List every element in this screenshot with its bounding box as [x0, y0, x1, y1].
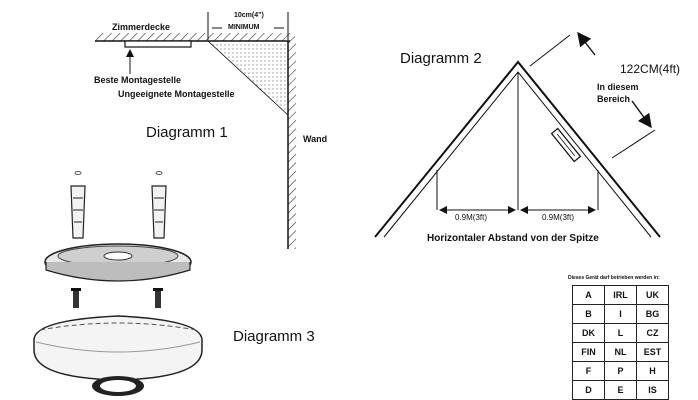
- diagram1-title: Diagramm 1: [146, 124, 228, 141]
- horizontal-distance-caption: Horizontaler Abstand von der Spitze: [427, 233, 599, 244]
- country-cell: EST: [636, 342, 669, 362]
- country-cell: H: [636, 361, 669, 381]
- smoke-detector-body: [33, 315, 203, 396]
- wall-plug-right: [151, 185, 167, 239]
- minimum-distance-label: 10cm(4"): [234, 12, 264, 19]
- country-cell: L: [604, 323, 637, 343]
- country-cell: DK: [572, 323, 605, 343]
- ceiling-hatch: [95, 33, 295, 42]
- country-cell: CZ: [636, 323, 669, 343]
- country-cell: BG: [636, 304, 669, 324]
- countries-header: Dieses Gerät darf betrieben werden in:: [568, 275, 660, 281]
- country-cell: P: [604, 361, 637, 381]
- dead-air-zone: [206, 40, 289, 116]
- wall-plug-left: [70, 185, 86, 239]
- zone-label-line1: In diesem: [597, 82, 639, 92]
- wall-hatch: [287, 41, 296, 249]
- best-position-label: Beste Montagestelle: [94, 75, 182, 85]
- country-cell: F: [572, 361, 605, 381]
- country-cell: D: [572, 380, 605, 400]
- country-cell: I: [604, 304, 637, 324]
- minimum-label: MINIMUM: [228, 24, 260, 31]
- mounting-base: [44, 243, 192, 282]
- left-span-label: 0.9M(3ft): [455, 213, 488, 222]
- wall-label: Wand: [303, 134, 328, 144]
- country-cell: UK: [636, 285, 669, 305]
- country-cell: FIN: [572, 342, 605, 362]
- ceiling-label: Zimmerdecke: [112, 22, 171, 32]
- zone-label-line2: Bereich: [597, 94, 631, 104]
- country-cell: B: [572, 304, 605, 324]
- country-cell: IRL: [604, 285, 637, 305]
- country-cell: IS: [636, 380, 669, 400]
- diagram2-title: Diagramm 2: [400, 50, 482, 67]
- distance-label: 122CM(4ft): [620, 62, 681, 76]
- diagram3-title: Diagramm 3: [233, 328, 315, 345]
- best-position-detector: [124, 40, 192, 48]
- country-cell: E: [604, 380, 637, 400]
- unsuitable-position-label: Ungeeignete Montagestelle: [118, 89, 235, 99]
- screw-right: [153, 288, 163, 308]
- screw-left: [71, 288, 81, 308]
- roof-detector: [550, 127, 582, 163]
- country-cell: NL: [604, 342, 637, 362]
- distance-arrow: [577, 31, 596, 56]
- right-span-label: 0.9M(3ft): [542, 213, 575, 222]
- country-cell: A: [572, 285, 605, 305]
